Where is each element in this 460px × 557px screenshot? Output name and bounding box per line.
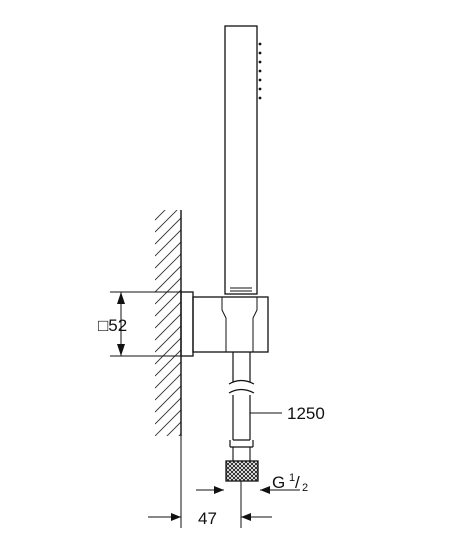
- hand-shower: [224, 25, 258, 295]
- thread-fraction-denominator: 2: [302, 482, 308, 494]
- dimension-bracket-size: [110, 291, 181, 357]
- wall-hatch: [155, 210, 181, 436]
- bracket-size-label: □52: [98, 316, 127, 335]
- projection-dimension: [148, 436, 272, 528]
- thread-fraction-slash: /: [295, 473, 300, 492]
- spray-nozzles: [258, 42, 262, 100]
- hose-length-label: 1250: [287, 404, 325, 423]
- shower-hose: [228, 352, 255, 448]
- thread-fraction-numerator: 1: [289, 472, 295, 484]
- thread-dimension: [196, 486, 300, 494]
- wall-bracket: [180, 291, 269, 357]
- thread-label-prefix: G: [272, 473, 285, 492]
- projection-label: 47: [198, 509, 217, 528]
- hose-nut: [225, 447, 259, 482]
